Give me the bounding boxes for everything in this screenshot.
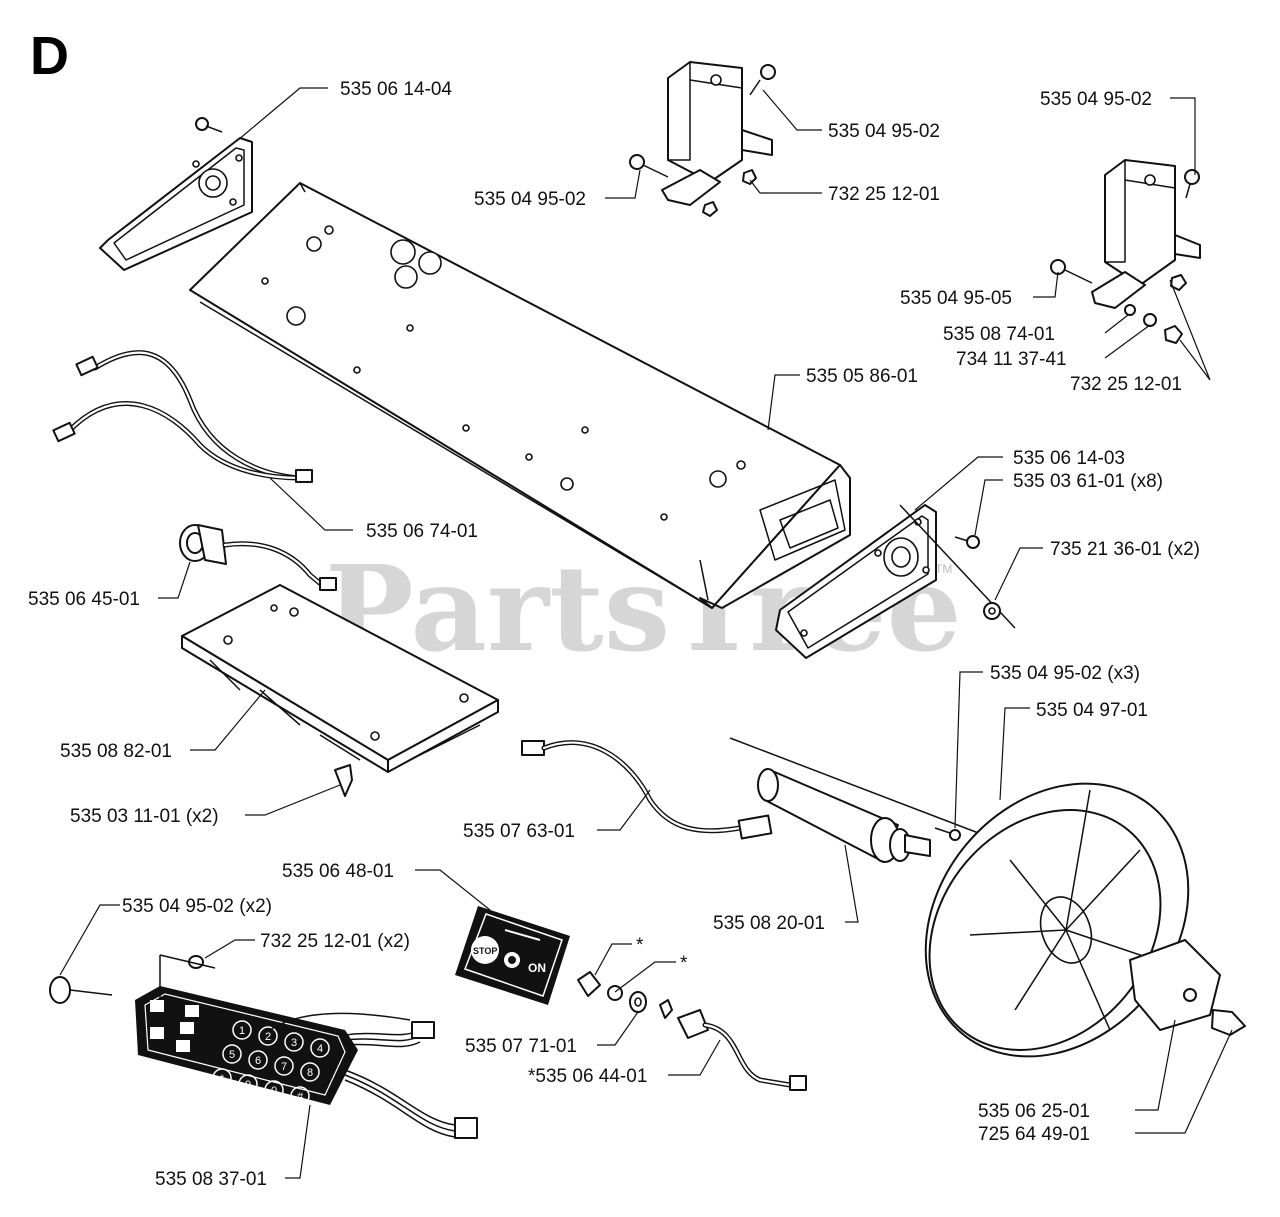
part-label-l14: 535 06 74-01 <box>366 521 478 542</box>
part-label-l2: 535 04 95-02 <box>828 121 940 142</box>
part-label-l12: 535 03 61-01 (x8) <box>1013 471 1163 492</box>
part-label-l13: 735 21 36-01 (x2) <box>1050 539 1200 560</box>
switch-bracket-top <box>629 61 776 217</box>
part-label-l9: 732 25 12-01 <box>1070 374 1182 395</box>
part-label-l22: 535 08 20-01 <box>713 913 825 934</box>
part-label-l21: 535 06 48-01 <box>282 861 394 882</box>
part-label-l18: 535 08 82-01 <box>60 741 172 762</box>
part-label-l27: 535 06 25-01 <box>978 1101 1090 1122</box>
part-label-l25: 535 07 71-01 <box>465 1036 577 1057</box>
main-housing <box>189 182 851 609</box>
part-label-l16: 535 04 95-02 (x3) <box>990 663 1140 684</box>
part-label-l10: 535 05 86-01 <box>806 366 918 387</box>
keypad-key: 0 <box>271 1085 277 1097</box>
part-label-l24: 732 25 12-01 (x2) <box>260 931 410 952</box>
keypad: 1 2 3 4 5 6 7 8 * 9 0 # <box>49 954 478 1139</box>
part-label-l8: 734 11 37-41 <box>956 349 1067 370</box>
asterisk-marker: * <box>680 953 688 974</box>
keypad-key: 2 <box>265 1031 271 1043</box>
circuit-board <box>181 584 499 797</box>
leader-lines <box>59 87 1233 1179</box>
part-label-l11: 535 06 14-03 <box>1013 448 1125 469</box>
decal-stop: STOP <box>473 946 497 956</box>
decal-on: ON <box>528 961 546 975</box>
keypad-key: # <box>297 1091 304 1103</box>
end-plate-right <box>775 504 1016 659</box>
keypad-key: 4 <box>317 1043 323 1055</box>
switch-bracket-right <box>1050 159 1201 344</box>
part-label-l23: 535 04 95-02 (x2) <box>122 896 272 917</box>
cable-harness <box>521 740 773 840</box>
part-label-l4: 732 25 12-01 <box>828 184 940 205</box>
toggle-switch <box>577 971 807 1091</box>
end-plate-left <box>99 117 253 271</box>
section-letter: D <box>30 26 69 86</box>
trademark-mark: TM <box>935 562 952 576</box>
part-label-l15: 535 06 45-01 <box>28 589 140 610</box>
part-label-l26: *535 06 44-01 <box>528 1066 647 1087</box>
keypad-key: 8 <box>307 1067 313 1079</box>
part-label-l5: 535 04 95-02 <box>1040 89 1152 110</box>
part-label-l1: 535 06 14-04 <box>340 79 452 100</box>
part-label-l28: 725 64 49-01 <box>978 1124 1090 1145</box>
part-label-l7: 535 08 74-01 <box>943 324 1055 345</box>
stop-on-decal: STOP ON <box>455 906 570 1005</box>
part-label-l19: 535 03 11-01 (x2) <box>70 806 219 827</box>
part-label-l17: 535 04 97-01 <box>1036 700 1148 721</box>
keypad-key: * <box>220 1073 225 1085</box>
keypad-key: 6 <box>255 1055 261 1067</box>
part-label-l29: 535 08 37-01 <box>155 1169 267 1190</box>
buzzer <box>179 524 337 591</box>
wheel <box>924 782 1246 1058</box>
asterisk-marker: * <box>636 935 644 956</box>
keypad-key: 5 <box>229 1049 235 1061</box>
keypad-key: 9 <box>245 1079 251 1091</box>
keypad-key: 1 <box>239 1025 245 1037</box>
wire-harness-upper <box>52 350 313 483</box>
part-labels: 535 06 14-04 535 04 95-02 535 04 95-02 7… <box>28 79 1200 1190</box>
motor <box>729 737 1003 863</box>
keypad-key: 7 <box>281 1061 287 1073</box>
part-label-l3: 535 04 95-02 <box>474 189 586 210</box>
part-label-l6: 535 04 95-05 <box>900 288 1012 309</box>
keypad-key: 3 <box>291 1037 297 1049</box>
part-label-l20: 535 07 63-01 <box>463 821 575 842</box>
